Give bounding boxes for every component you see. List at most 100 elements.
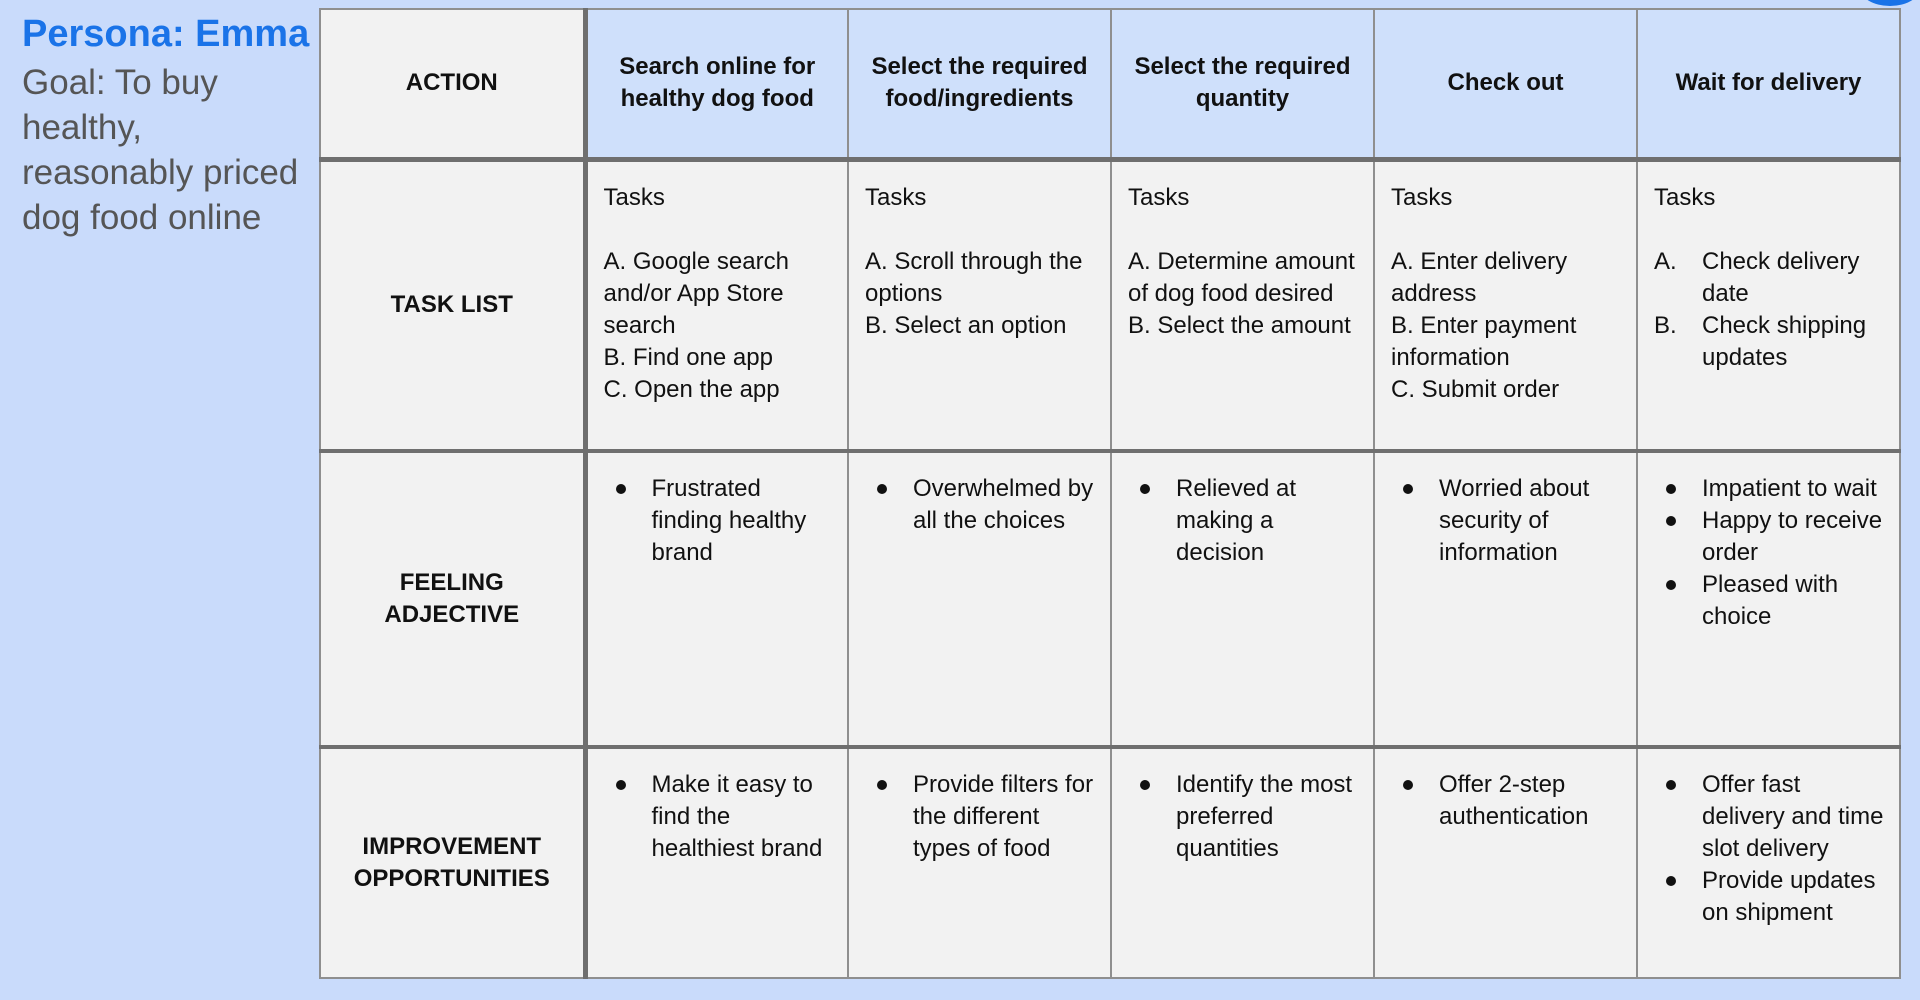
task-item: A. Determine amount of dog food desired [1128, 247, 1355, 307]
bullet-icon [875, 473, 913, 537]
feeling-item: Pleased with choice [1664, 569, 1885, 633]
feeling-cell: Frustrated finding healthy brand [584, 450, 849, 749]
feeling-text: Relieved at making a decision [1176, 475, 1297, 566]
feeling-item: Happy to receive order [1664, 505, 1885, 569]
opportunity-cell: Offer 2-step authentication [1373, 746, 1638, 979]
bullet-icon [614, 473, 652, 569]
task-item: A. Enter delivery address [1391, 247, 1568, 307]
opportunity-item: Provide updates on shipment [1664, 865, 1885, 929]
tasks-title: Tasks [1391, 183, 1453, 211]
action-cell: Select the required food/ingredients [847, 8, 1112, 162]
feeling-list: Worried about security of information [1391, 473, 1622, 569]
corner-circle [1860, 0, 1920, 6]
opportunity-item: Provide filters for the different types … [875, 769, 1096, 865]
tasks-title: Tasks [1128, 183, 1190, 211]
task-marker: B. [1654, 311, 1677, 339]
journey-map-table: ACTION Search online for healthy dog foo… [319, 8, 1901, 979]
improvement-row: IMPROVEMENT OPPORTUNITIES Make it easy t… [319, 746, 1901, 979]
persona-goal: Goal: To buy healthy, reasonably priced … [22, 63, 299, 237]
bullet-icon [1138, 473, 1176, 569]
feeling-cell: Relieved at making a decision [1110, 450, 1375, 749]
feeling-list: Relieved at making a decision [1128, 473, 1359, 569]
tasks-title: Tasks [603, 183, 665, 211]
task-item: A. Google search and/or App Store search [603, 247, 789, 339]
action-label: Wait for delivery [1675, 69, 1862, 97]
action-label: Select the required food/ingredients [871, 53, 1088, 113]
feeling-list: Overwhelmed by all the choices [865, 473, 1096, 537]
opportunity-list: Offer 2-step authentication [1391, 769, 1622, 833]
opportunity-text: Make it easy to find the healthiest bran… [651, 771, 823, 862]
row-header-feeling: FEELING ADJECTIVE [319, 450, 588, 749]
row-header-label: TASK LIST [390, 291, 513, 319]
action-label: Check out [1447, 69, 1564, 97]
feeling-list: Frustrated finding healthy brand [604, 473, 834, 569]
task-item: A. Scroll through the options [865, 247, 1083, 307]
feeling-text: Frustrated finding healthy brand [651, 475, 807, 566]
row-header-label: IMPROVEMENT [362, 833, 542, 860]
row-header-label: FEELING [399, 569, 504, 596]
bullet-icon [614, 769, 652, 865]
row-header-action: ACTION [319, 8, 588, 162]
opportunity-item: Offer fast delivery and time slot delive… [1664, 769, 1885, 865]
opportunity-cell: Make it easy to find the healthiest bran… [584, 746, 849, 979]
feeling-row: FEELING ADJECTIVE Frustrated finding hea… [319, 450, 1901, 749]
task-cell: Tasks A. Scroll through the options B. S… [847, 158, 1112, 453]
row-header-label: ACTION [405, 69, 498, 97]
row-header-task-list: TASK LIST [319, 158, 588, 453]
opportunity-item: Identify the most preferred quantities [1138, 769, 1359, 865]
feeling-text: Worried about security of information [1439, 475, 1590, 566]
row-header-label: ADJECTIVE [384, 601, 520, 628]
opportunity-list: Make it easy to find the healthiest bran… [604, 769, 834, 865]
task-cell: Tasks A. Enter delivery address B. Enter… [1373, 158, 1638, 453]
task-cell: Tasks A. Check delivery date B. Check sh… [1636, 158, 1901, 453]
task-item: B. Find one app [603, 343, 773, 371]
tasks-title: Tasks [865, 183, 927, 211]
task-marker: A. [1654, 247, 1677, 275]
task-item: B. Check shipping updates [1654, 310, 1885, 374]
persona-name: Persona: Emma [22, 13, 310, 55]
bullet-icon [1138, 769, 1176, 865]
feeling-item: Worried about security of information [1401, 473, 1622, 569]
feeling-item: Impatient to wait [1664, 473, 1885, 505]
feeling-text: Happy to receive order [1702, 507, 1883, 566]
task-item: C. Submit order [1391, 375, 1560, 403]
bullet-icon [1401, 769, 1439, 833]
feeling-cell: Impatient to wait Happy to receive order… [1636, 450, 1901, 749]
task-cell: Tasks A. Determine amount of dog food de… [1110, 158, 1375, 453]
bullet-icon [1664, 569, 1702, 633]
opportunity-text: Identify the most preferred quantities [1176, 771, 1353, 862]
action-cell: Wait for delivery [1636, 8, 1901, 162]
action-cell: Check out [1373, 8, 1638, 162]
opportunity-list: Provide filters for the different types … [865, 769, 1096, 865]
opportunity-cell: Identify the most preferred quantities [1110, 746, 1375, 979]
persona-panel: Persona: Emma Goal: To buy healthy, reas… [22, 10, 312, 240]
opportunity-text: Provide filters for the different types … [913, 771, 1094, 862]
action-row: ACTION Search online for healthy dog foo… [319, 8, 1901, 162]
opportunity-item: Make it easy to find the healthiest bran… [614, 769, 834, 865]
feeling-text: Impatient to wait [1702, 475, 1877, 502]
row-header-label: OPPORTUNITIES [353, 865, 550, 892]
opportunity-list: Offer fast delivery and time slot delive… [1654, 769, 1885, 929]
row-header-improvement: IMPROVEMENT OPPORTUNITIES [319, 746, 588, 979]
feeling-item: Overwhelmed by all the choices [875, 473, 1096, 537]
task-item: C. Open the app [603, 375, 780, 403]
tasks-title: Tasks [1654, 183, 1716, 211]
bullet-icon [1664, 473, 1702, 505]
feeling-text: Overwhelmed by all the choices [913, 475, 1094, 534]
task-list-row: TASK LIST Tasks A. Google search and/or … [319, 158, 1901, 453]
opportunity-cell: Provide filters for the different types … [847, 746, 1112, 979]
bullet-icon [1664, 769, 1702, 865]
task-item: B. Enter payment information [1391, 311, 1577, 371]
opportunity-item: Offer 2-step authentication [1401, 769, 1622, 833]
action-cell: Select the required quantity [1110, 8, 1375, 162]
opportunity-text: Provide updates on shipment [1702, 867, 1876, 926]
opportunity-list: Identify the most preferred quantities [1128, 769, 1359, 865]
bullet-icon [1664, 505, 1702, 569]
action-label: Select the required quantity [1134, 53, 1351, 113]
task-text: Check shipping updates [1702, 311, 1867, 371]
feeling-list: Impatient to wait Happy to receive order… [1654, 473, 1885, 633]
task-text: Check delivery date [1702, 247, 1860, 307]
task-cell: Tasks A. Google search and/or App Store … [584, 158, 849, 453]
opportunity-text: Offer fast delivery and time slot delive… [1702, 771, 1884, 862]
